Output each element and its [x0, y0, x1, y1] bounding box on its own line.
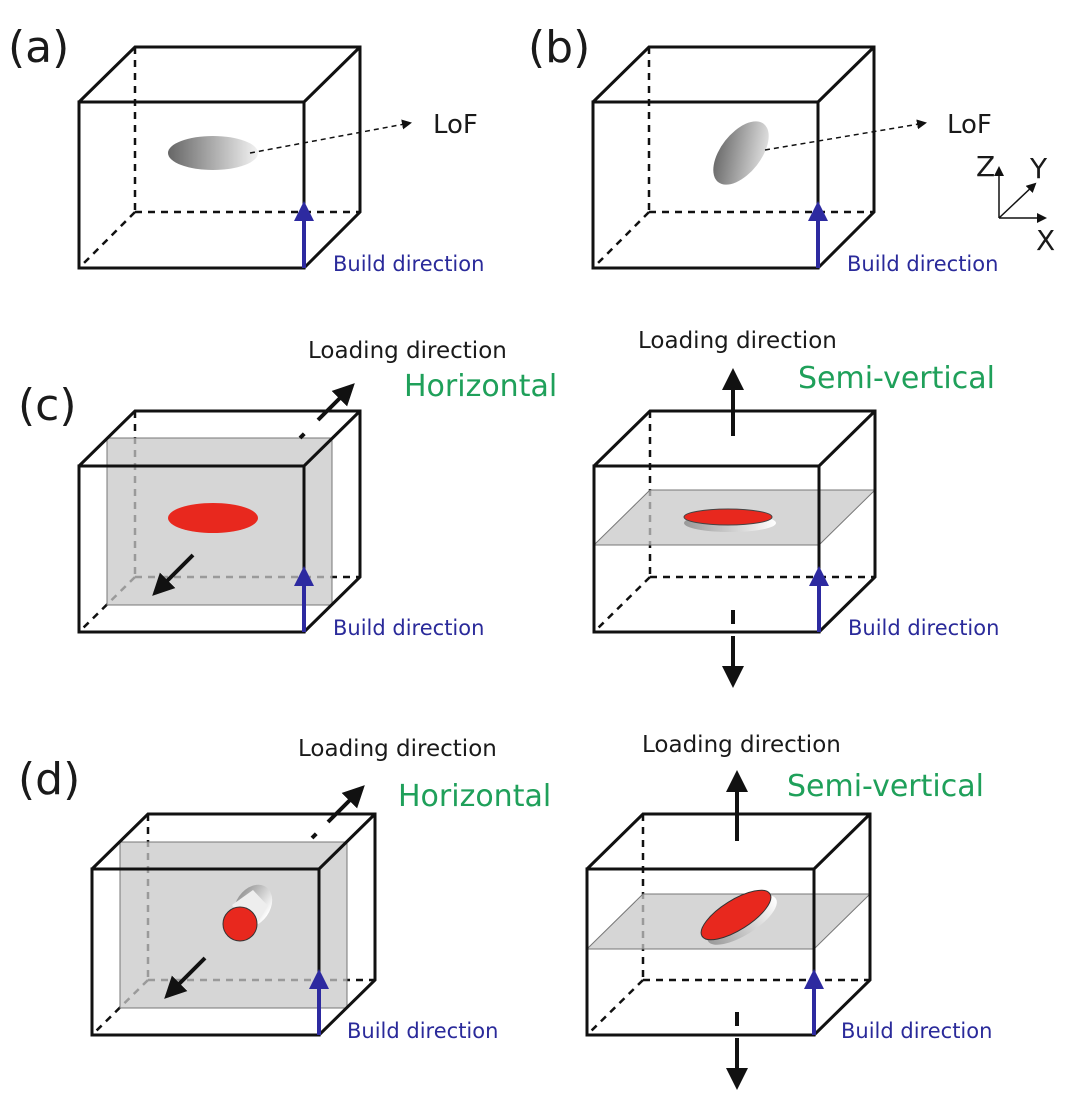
build-direction-label-b: Build direction — [847, 252, 998, 276]
build-direction-label-d-horizontal: Build direction — [347, 1019, 498, 1043]
panel-label-d: (d) — [18, 754, 80, 805]
defect-d-semivertical — [700, 889, 772, 941]
panel-c-semivertical: Loading direction Semi-vertical Build di… — [592, 328, 999, 688]
axis-z-label: Z — [976, 150, 995, 183]
loading-arrow-c-horizontal-in — [152, 553, 195, 596]
lof-pore-a — [168, 136, 258, 170]
loading-arrow-d-horizontal-in — [164, 956, 207, 999]
lof-label-a: LoF — [433, 110, 478, 140]
orientation-label-c-semivertical: Semi-vertical — [798, 361, 995, 396]
panel-label-b: (b) — [528, 22, 590, 73]
loading-direction-label-d-horizontal: Loading direction — [298, 736, 497, 762]
panel-d-horizontal: (d) Loading direction Horizontal Build d… — [18, 736, 551, 1043]
lof-pore-b — [713, 121, 769, 185]
panel-a: (a) LoF Build direction — [8, 22, 484, 276]
panel-label-c: (c) — [18, 380, 77, 431]
orientation-label-c-horizontal: Horizontal — [404, 369, 557, 404]
lof-label-b: LoF — [947, 110, 992, 140]
loading-direction-label-d-semivertical: Loading direction — [642, 732, 841, 758]
build-direction-label-c-semivertical: Build direction — [848, 616, 999, 640]
coordinate-axes: Z Y X — [976, 150, 1055, 257]
build-direction-label-c-horizontal: Build direction — [333, 616, 484, 640]
orientation-label-d-horizontal: Horizontal — [398, 779, 551, 814]
build-direction-label-d-semivertical: Build direction — [841, 1019, 992, 1043]
defect-c-horizontal — [168, 503, 258, 533]
panel-c-horizontal: (c) Loading direction Horizontal Build d… — [18, 338, 557, 640]
panel-b: (b) LoF Build direction Z Y X — [528, 22, 1055, 276]
orientation-label-d-semivertical: Semi-vertical — [787, 769, 984, 804]
loading-direction-label-c-semivertical: Loading direction — [638, 328, 837, 354]
panel-label-a: (a) — [8, 22, 69, 73]
panel-d-semivertical: Loading direction Semi-vertical Build di… — [585, 732, 992, 1090]
loading-arrow-d-horizontal-out — [326, 785, 365, 824]
build-direction-label-a: Build direction — [333, 252, 484, 276]
defect-d-horizontal — [222, 906, 258, 942]
axis-y-label: Y — [1029, 152, 1048, 185]
loading-arrow-c-horizontal-out — [316, 383, 355, 422]
defect-c-semivertical — [683, 508, 773, 526]
axis-x-label: X — [1036, 224, 1055, 257]
loading-direction-label-c-horizontal: Loading direction — [308, 338, 507, 364]
